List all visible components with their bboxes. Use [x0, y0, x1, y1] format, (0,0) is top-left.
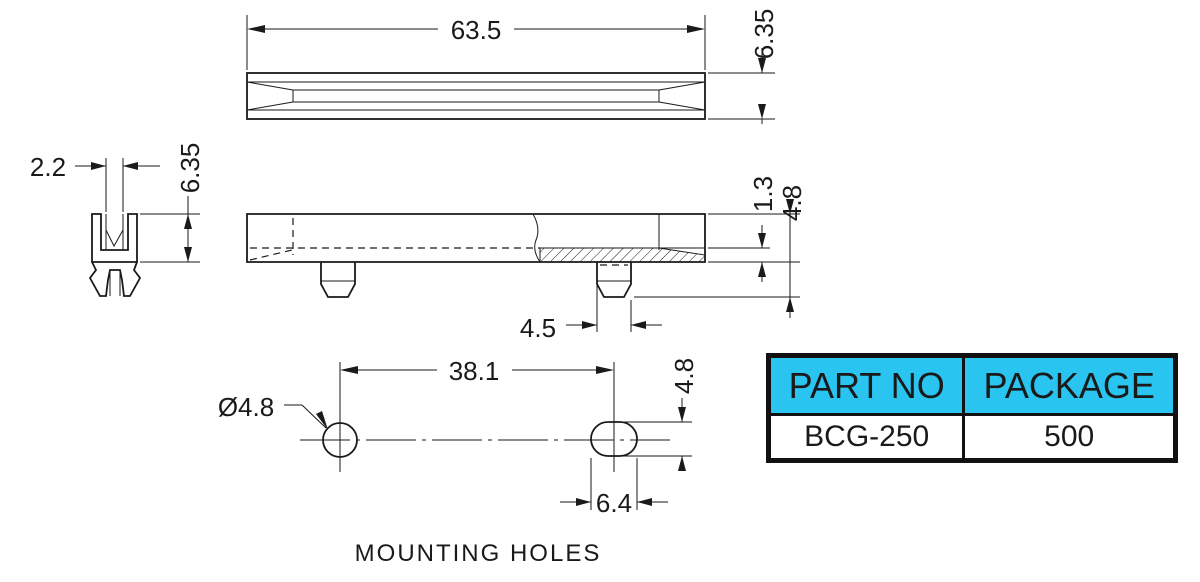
dim-top-view-height: 6.35 — [708, 9, 779, 124]
dim-label-6-35-end: 6.35 — [175, 143, 205, 194]
dim-label-6-35-top: 6.35 — [749, 9, 779, 60]
cell-package: 500 — [962, 413, 1177, 462]
table-header-row: PART NO PACKAGE — [766, 354, 1177, 416]
part-spec-table: PART NO PACKAGE BCG-250 500 — [766, 353, 1178, 463]
dim-label-4-8-slot: 4.8 — [669, 358, 699, 394]
mounting-holes-view — [300, 405, 670, 472]
cell-part-no: BCG-250 — [766, 413, 966, 462]
dim-peg-width: 4.5 — [520, 268, 662, 343]
top-view — [246, 72, 706, 120]
dim-peg-total-height: 4.8 — [634, 185, 807, 318]
dim-label-4-5: 4.5 — [520, 313, 556, 343]
mounting-holes-caption: MOUNTING HOLES — [355, 540, 602, 567]
dim-end-view-width: 2.2 — [30, 152, 160, 212]
dim-hole-spacing: 38.1 — [339, 356, 615, 405]
dim-slot-height: 4.8 — [618, 358, 699, 471]
dim-label-4-8-side: 4.8 — [777, 185, 807, 221]
dim-round-hole-diameter: Ø4.8 — [218, 392, 328, 430]
dim-label-6-4: 6.4 — [596, 488, 632, 518]
slotted-hole — [590, 421, 638, 457]
header-part-no: PART NO — [766, 354, 966, 416]
header-package: PACKAGE — [962, 354, 1177, 416]
table-row: BCG-250 500 — [766, 413, 1177, 462]
dim-label-1-3: 1.3 — [748, 176, 778, 212]
dim-label-2-2: 2.2 — [30, 152, 66, 182]
dim-label-diameter: Ø4.8 — [218, 392, 274, 422]
dim-end-view-height: 6.35 — [140, 143, 205, 263]
dim-slot-width: 6.4 — [560, 458, 668, 518]
side-view — [246, 213, 706, 298]
end-view — [88, 213, 142, 297]
dim-groove-depth: 1.3 — [708, 176, 800, 282]
dim-label-63-5: 63.5 — [451, 15, 502, 45]
dim-label-38-1: 38.1 — [449, 356, 500, 386]
round-hole — [322, 422, 358, 458]
dim-overall-length: 63.5 — [246, 15, 706, 70]
